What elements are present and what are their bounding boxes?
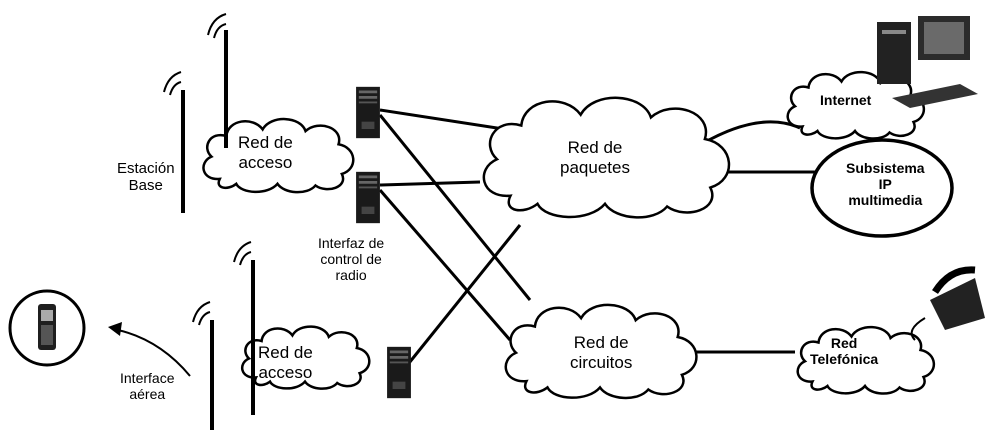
rnc-label: Interfaz de control de radio bbox=[318, 235, 384, 283]
internet-label: Internet bbox=[820, 92, 872, 108]
air-interface-arrow bbox=[108, 322, 191, 377]
label-line: paquetes bbox=[560, 157, 630, 177]
label-line: multimedia bbox=[848, 192, 923, 209]
label-line: Red bbox=[830, 335, 858, 351]
ims-ellipse bbox=[810, 138, 954, 238]
server-tower-icon bbox=[387, 346, 411, 399]
label-line: Telefónica bbox=[810, 351, 879, 368]
label-line: Red de bbox=[238, 133, 293, 152]
label-line: acceso bbox=[258, 362, 313, 382]
base-station-label: Estación Base bbox=[117, 160, 175, 195]
label-line: Subsistema bbox=[846, 160, 925, 176]
label-line: radio bbox=[335, 267, 367, 284]
label-line: Red de bbox=[573, 333, 629, 352]
air-interface-label: Interface aérea bbox=[120, 370, 174, 402]
label-line: aérea bbox=[129, 386, 166, 403]
packet-network-label: Red de paquetes bbox=[560, 138, 630, 177]
label-line: Interfaz de bbox=[318, 235, 385, 251]
access-network-bottom-label: Red de acceso bbox=[258, 343, 313, 382]
telephone-network-label: Red Telefónica bbox=[810, 335, 878, 367]
access-network-top-label: Red de acceso bbox=[238, 133, 293, 172]
label-line: Red de bbox=[258, 343, 313, 362]
label-line: Red de bbox=[567, 138, 623, 157]
server-tower-icon bbox=[356, 86, 380, 139]
label-line: Base bbox=[128, 177, 163, 195]
mobile-phone-icon bbox=[8, 289, 86, 367]
label-line: acceso bbox=[238, 152, 293, 172]
label-line: control de bbox=[320, 251, 382, 268]
label-line: circuitos bbox=[570, 352, 633, 372]
server-tower-icon bbox=[356, 171, 380, 224]
antenna-icon bbox=[163, 13, 255, 430]
circuit-network-label: Red de circuitos bbox=[570, 333, 632, 372]
desktop-computer-icon bbox=[877, 16, 978, 108]
ims-label: Subsistema IP multimedia bbox=[846, 160, 925, 208]
label-line: Estación bbox=[117, 160, 175, 177]
label-line: IP bbox=[878, 176, 892, 193]
label-line: Interface bbox=[120, 370, 175, 386]
telephone-icon bbox=[910, 266, 985, 341]
